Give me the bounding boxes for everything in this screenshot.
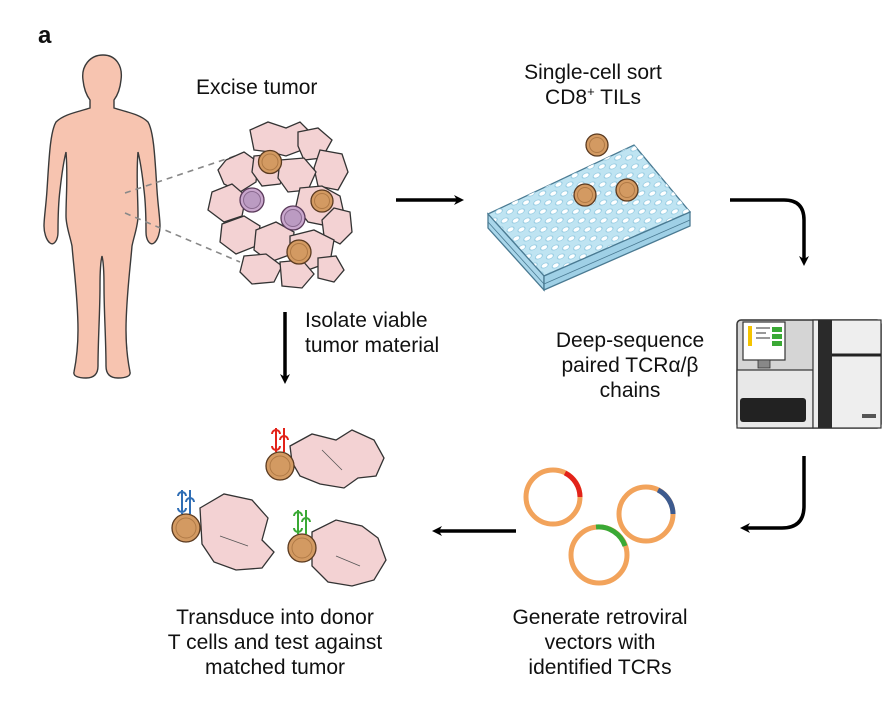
label-single-cell-sort: Single-cell sort CD8+ TILs bbox=[498, 60, 688, 110]
arrows bbox=[280, 195, 809, 536]
label-deep-sequence: Deep-sequence paired TCRα/β chains bbox=[530, 328, 730, 403]
retroviral-vectors-icon bbox=[523, 467, 676, 586]
label-generate-line1: Generate retroviral bbox=[512, 606, 688, 629]
label-deepseq-line2: paired TCRα/β bbox=[561, 354, 699, 377]
label-isolate-line2: tumor material bbox=[305, 334, 440, 357]
label-isolate: Isolate viable tumor material bbox=[305, 308, 439, 358]
arrow-sort-to-sequence bbox=[730, 198, 809, 266]
label-cd8-superscript: + bbox=[587, 84, 595, 99]
label-generate-line3: identified TCRs bbox=[528, 656, 672, 679]
label-cd8: CD8 bbox=[545, 86, 588, 109]
sequencer-icon bbox=[736, 319, 882, 429]
label-transduce-line1: Transduce into donor bbox=[176, 606, 374, 629]
label-deepseq-line1: Deep-sequence bbox=[555, 329, 705, 352]
human-figure-icon bbox=[43, 54, 248, 379]
transduced-cells-icon bbox=[171, 428, 387, 587]
label-tils: TILs bbox=[594, 86, 641, 109]
label-transduce-line3: matched tumor bbox=[204, 656, 346, 679]
label-sort-line1: Single-cell sort bbox=[524, 61, 662, 84]
label-deepseq-line3: chains bbox=[599, 379, 661, 402]
well-plate-icon bbox=[486, 133, 692, 292]
label-generate-line2: vectors with bbox=[544, 631, 656, 654]
label-excise-tumor: Excise tumor bbox=[196, 76, 318, 99]
label-transduce-line2: T cells and test against bbox=[167, 631, 383, 654]
label-generate-vectors: Generate retroviral vectors with identif… bbox=[490, 605, 710, 680]
label-sort-line2: CD8+ TILs bbox=[498, 85, 688, 110]
tumor-cluster-icon bbox=[207, 121, 353, 289]
label-isolate-line1: Isolate viable bbox=[305, 309, 428, 332]
panel-label: a bbox=[38, 22, 52, 49]
label-transduce: Transduce into donor T cells and test ag… bbox=[140, 605, 410, 680]
arrow-sequence-to-vectors bbox=[740, 456, 806, 533]
